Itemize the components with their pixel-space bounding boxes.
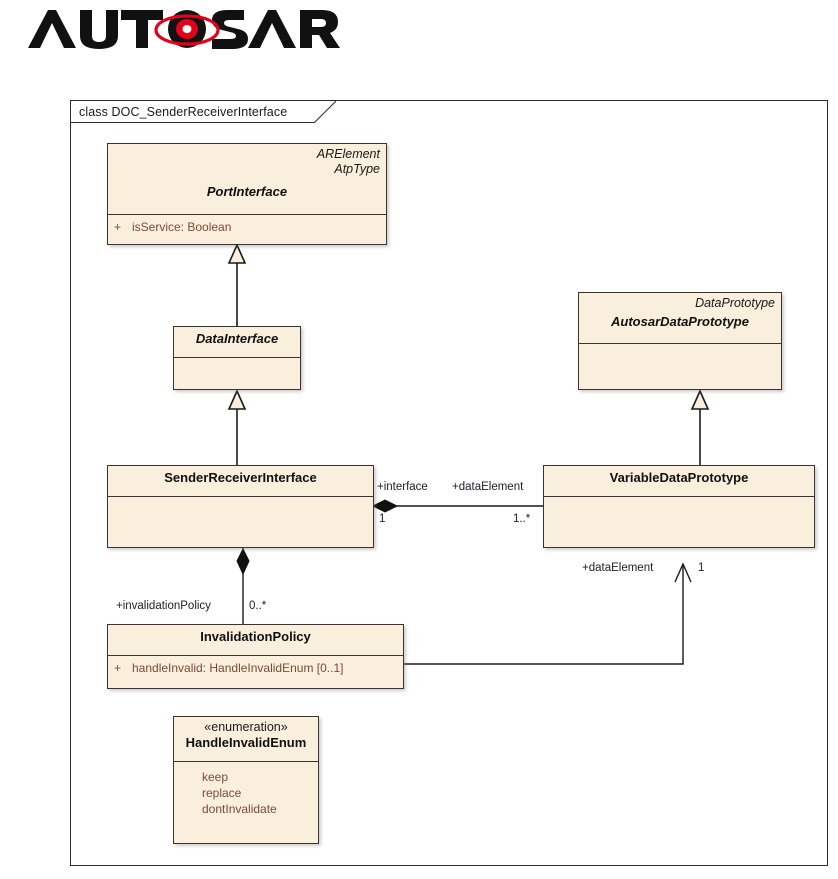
attributes-variabledataprototype — [544, 496, 814, 547]
class-box-invalidationpolicy[interactable]: InvalidationPolicy + handleInvalid: Handl… — [107, 624, 404, 689]
class-name-autosardataprototype: AutosarDataPrototype — [611, 314, 749, 329]
class-name-senderreceiverinterface: SenderReceiverInterface — [164, 470, 317, 485]
class-name-invalidationpolicy: InvalidationPolicy — [200, 629, 311, 644]
attributes-autosardataprototype — [579, 343, 781, 389]
class-header-portinterface: ARElement AtpType PortInterface — [108, 144, 386, 214]
diagram-title-tab: class DOC_SenderReceiverInterface — [71, 101, 316, 123]
class-box-portinterface[interactable]: ARElement AtpType PortInterface + isServi… — [107, 143, 387, 245]
edge-label-dataelement-role: +dataElement — [452, 481, 524, 493]
class-name-portinterface: PortInterface — [206, 184, 288, 199]
edge-label-dataelement-mult: 1..* — [513, 513, 531, 525]
edge-label-invalidationpolicy-role: +invalidationPolicy — [116, 600, 211, 612]
diagram-title-slant — [314, 101, 336, 123]
class-header-variabledataprototype: VariableDataPrototype — [544, 466, 814, 496]
attributes-senderreceiverinterface — [108, 496, 373, 547]
attributes-datainterface — [174, 357, 300, 389]
attributes-portinterface: + isService: Boolean — [108, 214, 386, 244]
class-box-datainterface[interactable]: DataInterface — [173, 326, 301, 390]
stereotype-arelement: ARElement — [316, 147, 380, 161]
autosar-logo-ellipse — [154, 14, 220, 46]
stereotype-enumeration: «enumeration» — [204, 720, 288, 734]
class-name-handleinvalidenum: HandleInvalidEnum — [185, 735, 307, 750]
edge-label-interface-role: +interface — [377, 481, 428, 493]
class-header-invalidationpolicy: InvalidationPolicy — [108, 625, 403, 655]
stereotype-atptype: AtpType — [334, 162, 380, 176]
class-header-datainterface: DataInterface — [174, 327, 300, 357]
edge-label-interface-mult: 1 — [379, 513, 386, 525]
class-name-datainterface: DataInterface — [195, 331, 279, 346]
attribute-row: + handleInvalid: HandleInvalidEnum [0..1] — [114, 660, 397, 676]
edge-label-dataelement2-role: +dataElement — [582, 562, 654, 574]
diagram-title: class DOC_SenderReceiverInterface — [79, 104, 288, 119]
class-box-variabledataprototype[interactable]: VariableDataPrototype — [543, 465, 815, 548]
enum-literal: dontInvalidate — [202, 802, 277, 816]
class-box-senderreceiverinterface[interactable]: SenderReceiverInterface — [107, 465, 374, 548]
attribute-text: isService: Boolean — [132, 220, 232, 234]
attribute-row: + isService: Boolean — [114, 219, 380, 235]
attributes-invalidationpolicy: + handleInvalid: HandleInvalidEnum [0..1] — [108, 655, 403, 688]
enum-literal: keep — [202, 770, 229, 784]
autosar-logo-svg — [28, 10, 340, 49]
stereotype-dataprototype: DataPrototype — [695, 296, 775, 310]
attribute-visibility: + — [114, 661, 122, 675]
class-header-senderreceiverinterface: SenderReceiverInterface — [108, 466, 373, 496]
edge-label-invalidationpolicy-mult: 0..* — [249, 600, 267, 612]
edge-label-dataelement2-mult: 1 — [698, 562, 705, 574]
class-header-handleinvalidenum: «enumeration» HandleInvalidEnum — [174, 717, 318, 761]
class-box-handleinvalidenum[interactable]: «enumeration» HandleInvalidEnum keep rep… — [173, 716, 319, 844]
attribute-visibility: + — [114, 220, 122, 234]
enum-literal: replace — [202, 786, 242, 800]
attribute-text: handleInvalid: HandleInvalidEnum [0..1] — [132, 661, 344, 675]
class-box-autosardataprototype[interactable]: DataPrototype AutosarDataPrototype — [578, 292, 782, 390]
class-header-autosardataprototype: DataPrototype AutosarDataPrototype — [579, 293, 781, 343]
literals-handleinvalidenum: keep replace dontInvalidate — [174, 761, 318, 845]
class-name-variabledataprototype: VariableDataPrototype — [609, 470, 749, 485]
autosar-logo — [22, 4, 342, 52]
